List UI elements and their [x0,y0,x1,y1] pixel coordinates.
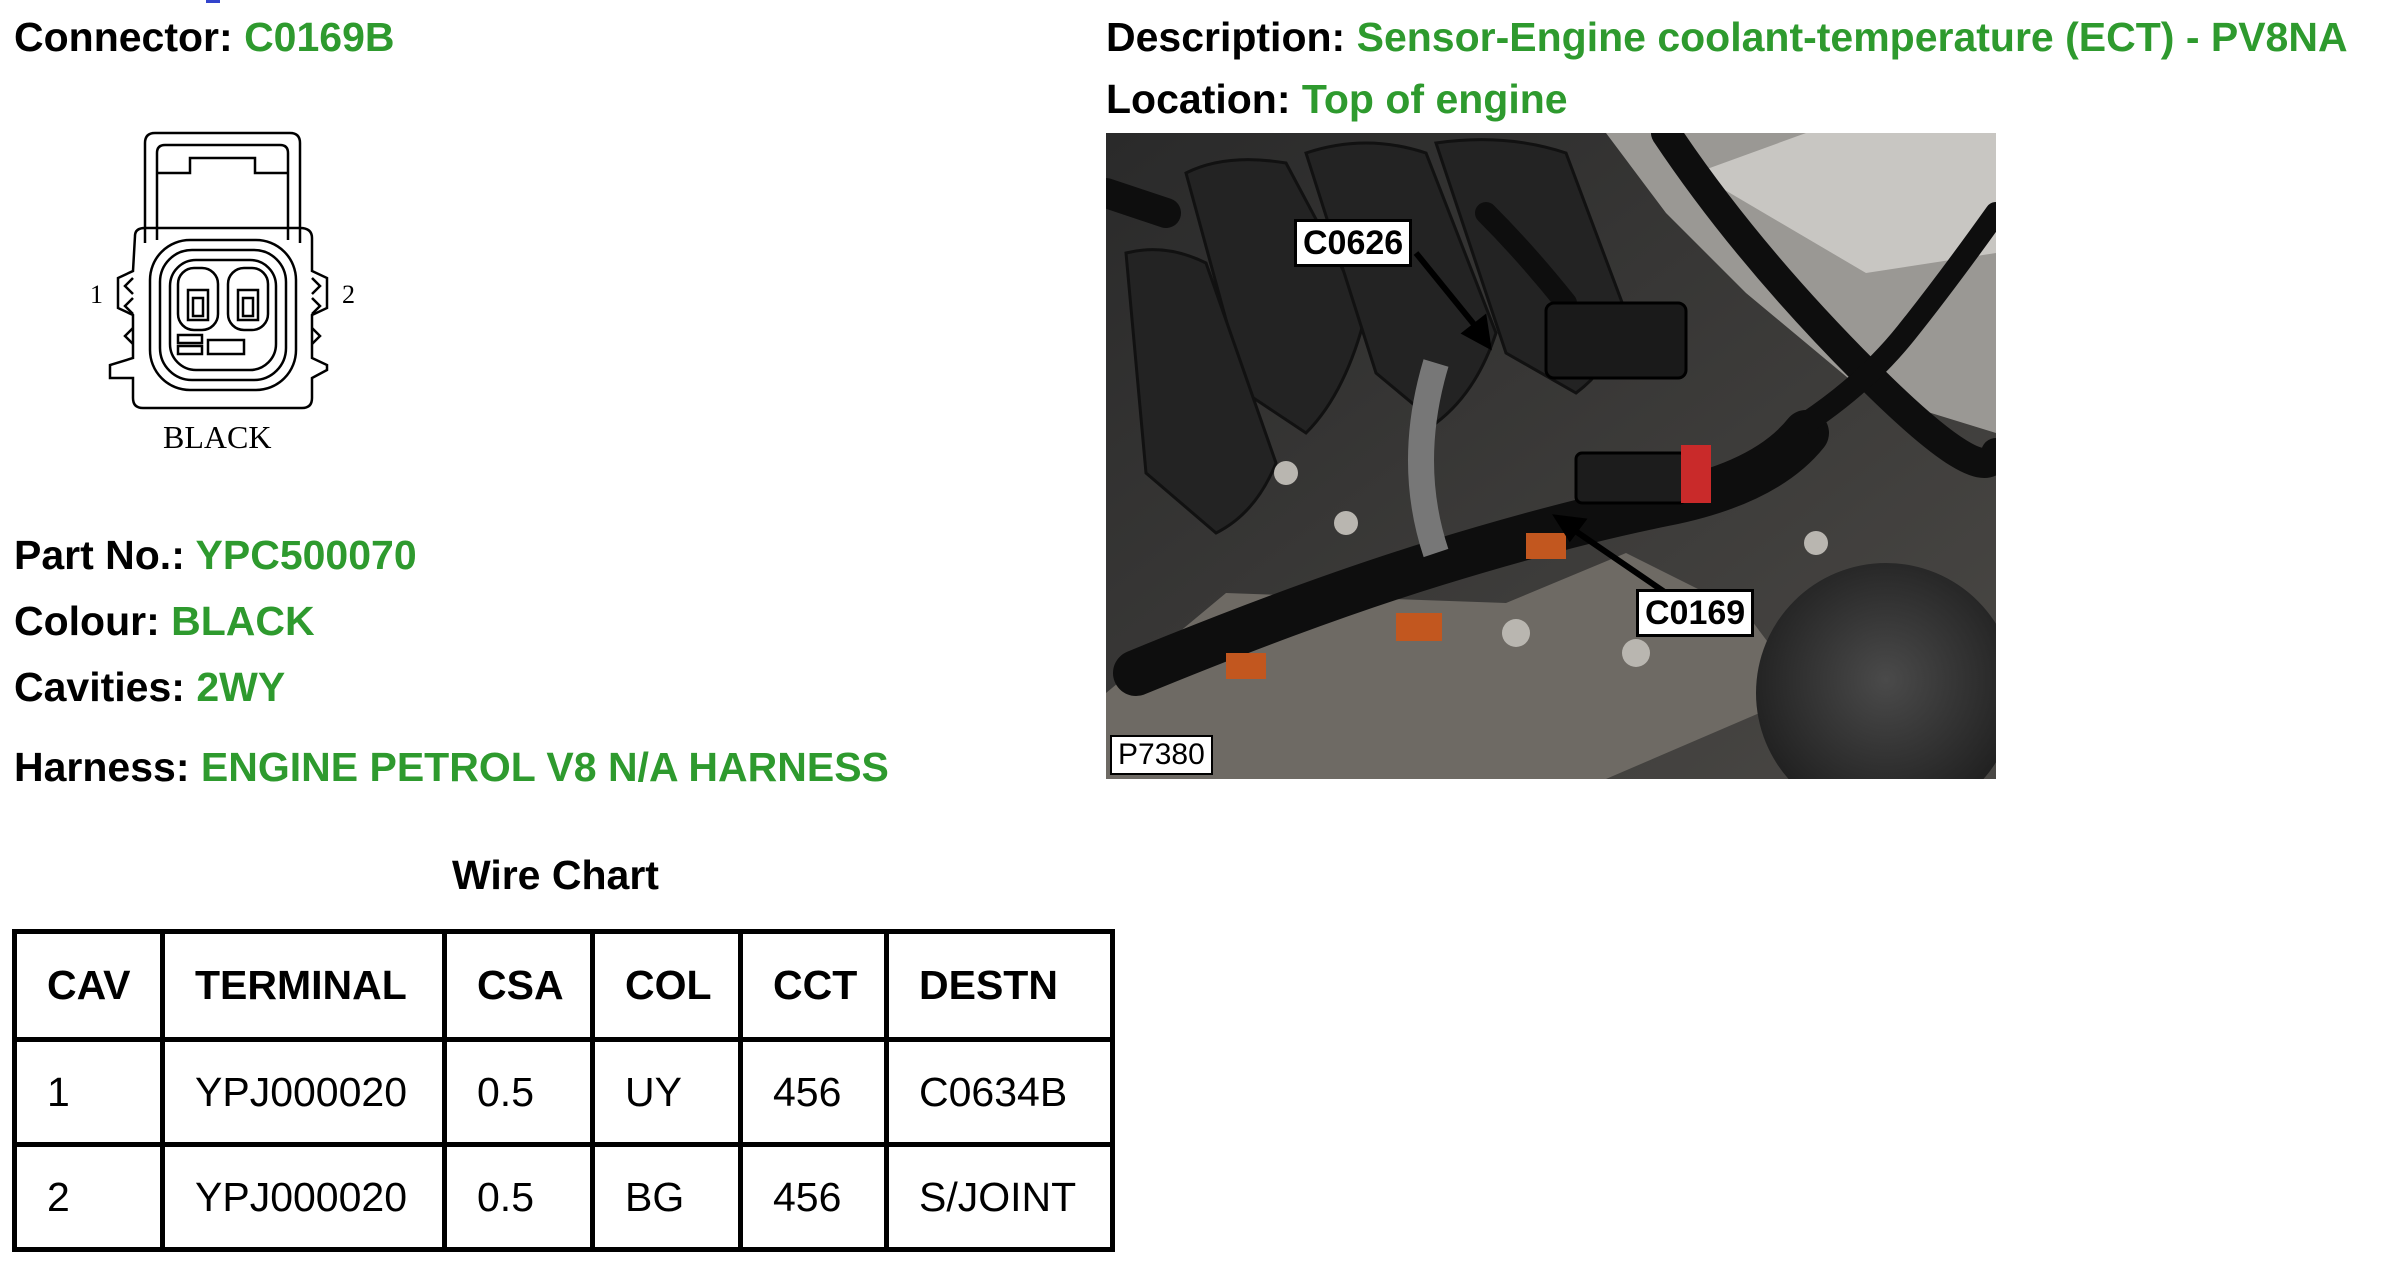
cell-terminal: YPJ000020 [160,1142,447,1252]
header-destn: DESTN [884,929,1115,1042]
header-col: COL [590,929,743,1042]
cell-destn: C0634B [884,1037,1115,1147]
header-cct: CCT [738,929,889,1042]
part-number-value: YPC500070 [195,532,417,578]
colour-label: Colour: [14,598,160,644]
cavities-line: Cavities: 2WY [14,664,285,711]
pin-1-label: 1 [90,280,103,309]
cell-csa: 0.5 [442,1037,595,1147]
cell-cct: 456 [738,1142,889,1252]
location-line: Location: Top of engine [1106,76,1568,123]
pin-2-label: 2 [342,280,355,309]
connector-line: Connector: C0169B [14,14,395,61]
engine-location-photo: C0626 C0169 P7380 [1106,133,1996,779]
cell-cav: 2 [12,1142,165,1252]
connector-label: Connector: [14,14,233,60]
harness-line: Harness: ENGINE PETROL V8 N/A HARNESS [14,744,889,791]
header-terminal: TERMINAL [160,929,447,1042]
location-label: Location: [1106,76,1291,122]
callout-c0169: C0169 [1636,589,1755,637]
location-value: Top of engine [1301,76,1568,122]
cell-cav: 1 [12,1037,165,1147]
header-cav: CAV [12,929,165,1042]
cell-col: BG [590,1142,743,1252]
connector-face-diagram: 1 2 BLACK [90,131,355,455]
cell-csa: 0.5 [442,1142,595,1252]
header-csa: CSA [442,929,595,1042]
connector-value: C0169B [244,14,395,60]
harness-label: Harness: [14,744,190,790]
wire-chart-header-row: CAV TERMINAL CSA COL CCT DESTN [12,929,1115,1042]
cell-cct: 456 [738,1037,889,1147]
cell-terminal: YPJ000020 [160,1037,447,1147]
cell-col: UY [590,1037,743,1147]
wire-chart-table: CAV TERMINAL CSA COL CCT DESTN 1 YPJ0000… [12,929,1115,1252]
top-link-fragment[interactable] [206,0,220,3]
callout-c0626: C0626 [1294,219,1413,267]
cavities-value: 2WY [196,664,286,710]
part-number-label: Part No.: [14,532,185,578]
colour-value: BLACK [171,598,315,644]
cell-destn: S/JOINT [884,1142,1115,1252]
colour-line: Colour: BLACK [14,598,315,645]
harness-value: ENGINE PETROL V8 N/A HARNESS [200,744,889,790]
wire-chart-title: Wire Chart [452,852,659,898]
photo-reference-id: P7380 [1110,735,1213,775]
connector-colour-caption: BLACK [163,419,271,455]
part-number-line: Part No.: YPC500070 [14,532,417,579]
engine-photo-drawing [1106,133,1996,779]
description-value: Sensor-Engine coolant-temperature (ECT) … [1356,14,2348,60]
cavities-label: Cavities: [14,664,185,710]
table-row: 2 YPJ000020 0.5 BG 456 S/JOINT [12,1142,1115,1252]
table-row: 1 YPJ000020 0.5 UY 456 C0634B [12,1037,1115,1147]
description-line: Description: Sensor-Engine coolant-tempe… [1106,14,2348,61]
description-label: Description: [1106,14,1346,60]
